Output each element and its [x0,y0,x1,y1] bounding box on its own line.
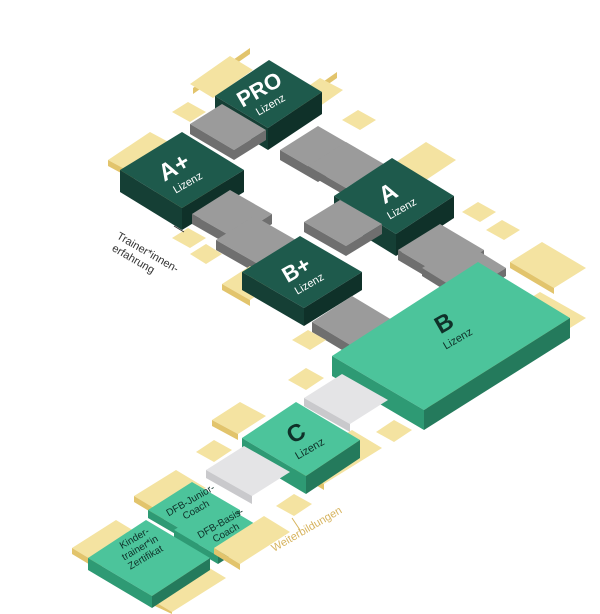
block-face [346,224,382,256]
block-face [234,130,266,160]
block-face [342,110,376,130]
b-license-block: B Lizenz [332,242,586,430]
connector-aplus-bplus [192,190,296,274]
block-face [276,494,312,516]
block-face [306,440,360,494]
block-face [190,124,234,160]
block-face [332,262,570,410]
block-face [510,262,554,294]
block-face [304,398,350,432]
block-face [304,374,388,424]
block-face [304,272,362,326]
kindertrainer-block: Kinder- trainer*in Zertifikat [72,520,226,614]
block-face [108,132,176,174]
connector-c-dfb [196,440,312,516]
block-face [222,284,250,306]
block-face [312,296,392,346]
connector-pro-aplus [190,104,266,160]
block-face [134,470,206,514]
block-face [196,440,232,462]
yellow-tabs-a [462,202,520,240]
block-face [215,60,322,128]
block-face [190,244,222,264]
block-face [486,220,520,240]
block-face [174,530,218,564]
block-face [190,56,253,98]
block-face [396,196,454,256]
block-face [510,242,586,288]
dfb-coach-block: DFB-Junior- Coach DFB-Basis- Coach [134,470,290,570]
block-face [308,142,384,188]
block-face [242,272,304,326]
connector-a-bplus [304,200,382,256]
block-face [242,402,360,476]
block-face [288,368,324,390]
block-face [304,200,382,246]
bplus-license-block: B+ Lizenz [222,236,362,326]
block-face [214,548,240,570]
block-face [88,558,152,608]
block-face [88,520,210,596]
block-face [304,222,346,256]
block-face [242,236,362,308]
block-face [72,520,146,566]
block-face [174,502,262,556]
block-face [214,516,290,564]
block-face [172,228,206,248]
block-face [190,104,266,150]
connector-b-c [288,368,412,442]
block-face [376,420,412,442]
block-face [172,102,206,122]
block-face [292,330,326,350]
block-face [152,558,210,608]
block-face [332,356,424,430]
block-face [424,318,570,430]
yellow-tabs-aplus [172,228,222,264]
block-face [212,402,266,434]
trainer-experience-tick [173,225,185,233]
weiterbildungen-tick [291,517,301,531]
block-face [206,470,252,504]
block-face [334,158,454,234]
block-face [268,92,322,150]
block-face [462,202,496,222]
block-face [280,126,356,172]
block-face [312,322,352,356]
block-face [120,170,182,230]
block-face [308,166,346,196]
connector-pro-a [280,126,384,196]
yellow-tabs-pro [172,102,376,130]
trainer-experience-annotation: Trainer*innen- erfahrung [110,225,185,276]
block-face [212,420,238,440]
block-face [216,240,258,274]
block-face [206,446,290,496]
